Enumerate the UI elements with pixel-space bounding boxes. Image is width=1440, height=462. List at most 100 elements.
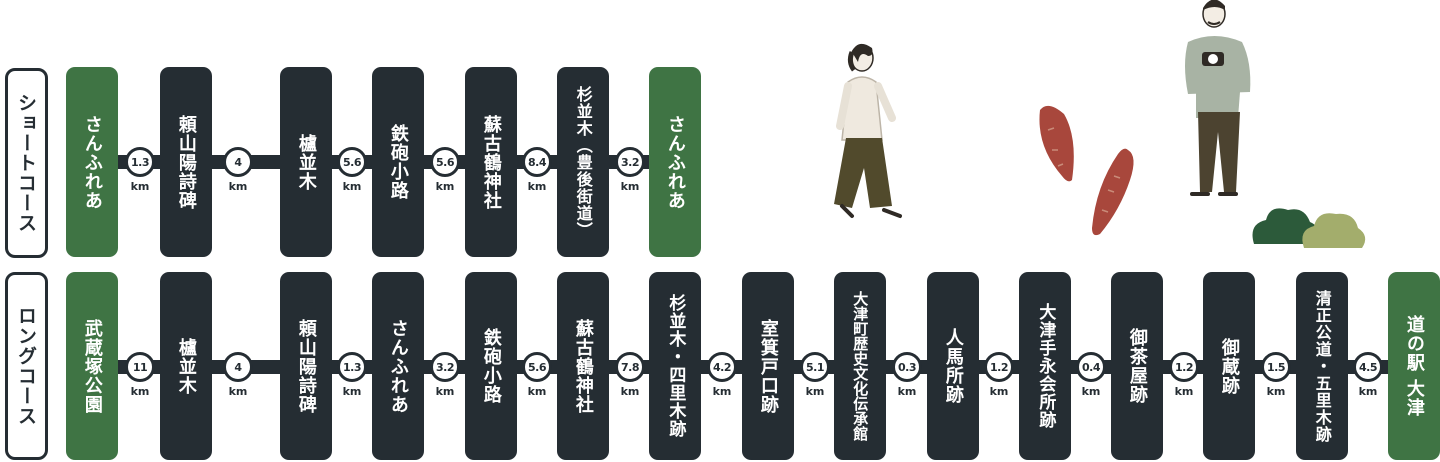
long-station-name: 鉄砲小路 [480,328,502,404]
distance-unit: km [805,385,825,398]
distance-unit: km [712,385,732,398]
short-station[interactable]: 鉄砲小路 [372,67,424,257]
long-distance-marker: 4.2 km [704,352,740,398]
distance-unit: km [620,385,640,398]
long-distance-marker: 7.8 km [612,352,648,398]
long-station-name: 大津町歴史文化伝承館 [851,291,870,441]
short-station-name: 頼山陽詩碑 [175,114,197,210]
sweet-potato-icon [1039,105,1074,182]
short-station-name: さんふれあ [81,114,103,210]
distance-value: 5.6 [430,147,460,177]
long-station[interactable]: 大津手永会所跡 [1019,272,1071,460]
bush-icon [1302,213,1366,248]
short-course-label: ショートコース [5,68,48,258]
distance-value: 1.2 [984,352,1014,382]
walking-woman-figure [834,43,902,218]
short-distance-marker: 4 km [220,147,256,193]
distance-value: 4.2 [707,352,737,382]
short-station-name: 蘇古鶴神社 [480,114,502,210]
distance-unit: km [342,385,362,398]
distance-value: 0.4 [1076,352,1106,382]
photographer-man-figure [1185,0,1251,196]
distance-unit: km [1081,385,1101,398]
distance-value: 1.3 [337,352,367,382]
short-distance-marker: 5.6 km [334,147,370,193]
long-station-name: 御茶屋跡 [1126,328,1148,404]
distance-unit: km [1358,385,1378,398]
long-distance-marker: 1.5 km [1258,352,1294,398]
short-station-name: 櫨並木 [295,133,317,191]
distance-value: 5.1 [800,352,830,382]
long-station[interactable]: 杉並木・四里木跡 [649,272,701,460]
long-station[interactable]: 清正公道・五里木跡 [1296,272,1348,460]
distance-unit: km [130,385,150,398]
long-station[interactable]: 蘇古鶴神社 [557,272,609,460]
distance-unit: km [1174,385,1194,398]
distance-unit: km [620,180,640,193]
short-station-name: 鉄砲小路 [387,124,409,200]
short-station[interactable]: 蘇古鶴神社 [465,67,517,257]
long-station[interactable]: 武蔵塚公園 [66,272,118,460]
distance-value: 5.6 [337,147,367,177]
long-distance-marker: 4 km [220,352,256,398]
long-distance-marker: 0.4 km [1073,352,1109,398]
distance-value: 1.3 [125,147,155,177]
long-station[interactable]: 道の駅 大津 [1388,272,1440,460]
short-distance-marker: 5.6 km [427,147,463,193]
distance-value: 3.2 [430,352,460,382]
distance-value: 8.4 [522,147,552,177]
distance-value: 4 [223,147,253,177]
short-course-label-text: ショートコース [15,93,37,233]
long-station-name: 頼山陽詩碑 [295,318,317,414]
long-station[interactable]: 大津町歴史文化伝承館 [834,272,886,460]
long-station-name: 御蔵跡 [1218,337,1240,395]
distance-unit: km [1266,385,1286,398]
distance-unit: km [435,385,455,398]
short-station-name: さんふれあ [664,114,686,210]
short-station[interactable]: 櫨並木 [280,67,332,257]
distance-value: 4 [223,352,253,382]
long-course-label: ロングコース [5,272,48,460]
bush-icon [1252,208,1319,244]
short-distance-marker: 8.4 km [519,147,555,193]
short-station[interactable]: さんふれあ [649,67,701,257]
distance-value: 7.8 [615,352,645,382]
long-course-label-text: ロングコース [15,306,37,426]
long-station-name: 蘇古鶴神社 [572,318,594,414]
distance-unit: km [527,180,547,193]
long-station[interactable]: 御蔵跡 [1203,272,1255,460]
distance-unit: km [435,180,455,193]
long-distance-marker: 5.6 km [519,352,555,398]
short-station[interactable]: 頼山陽詩碑 [160,67,212,257]
long-distance-marker: 5.1 km [797,352,833,398]
long-station[interactable]: 御茶屋跡 [1111,272,1163,460]
distance-value: 3.2 [615,147,645,177]
short-station-name: 杉並木︵豊後街道︶ [573,85,593,239]
long-station[interactable]: 室箕戸口跡 [742,272,794,460]
distance-value: 1.5 [1261,352,1291,382]
distance-unit: km [342,180,362,193]
distance-unit: km [527,385,547,398]
long-station-name: 武蔵塚公園 [81,318,103,414]
distance-unit: km [228,385,248,398]
long-station[interactable]: 櫨並木 [160,272,212,460]
long-station[interactable]: 人馬所跡 [927,272,979,460]
long-station-name: 櫨並木 [175,337,197,395]
distance-unit: km [228,180,248,193]
long-station-name: 室箕戸口跡 [757,318,779,414]
long-station[interactable]: さんふれあ [372,272,424,460]
long-station-name: 杉並木・四里木跡 [665,294,686,438]
long-station-name: さんふれあ [387,318,409,414]
long-station-name: 清正公道・五里木跡 [1312,289,1332,443]
short-station[interactable]: 杉並木︵豊後街道︶ [557,67,609,257]
long-distance-marker: 3.2 km [427,352,463,398]
distance-value: 5.6 [522,352,552,382]
short-station[interactable]: さんふれあ [66,67,118,257]
long-station[interactable]: 頼山陽詩碑 [280,272,332,460]
long-station[interactable]: 鉄砲小路 [465,272,517,460]
